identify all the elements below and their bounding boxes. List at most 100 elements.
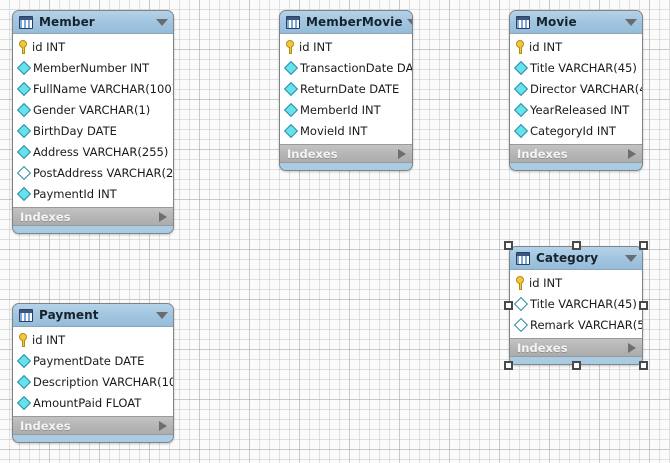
column-row[interactable]: MovieId INT: [280, 120, 412, 141]
column-name: MemberId INT: [300, 102, 381, 117]
table-icon: [516, 251, 530, 265]
column-row[interactable]: YearReleased INT: [510, 99, 642, 120]
table-header-membermovie[interactable]: MemberMovie: [280, 11, 412, 34]
table-icon: [516, 15, 530, 29]
column-name: id INT: [299, 39, 333, 54]
triangle-right-icon[interactable]: [398, 148, 406, 159]
column-list-membermovie: id INT TransactionDate DATEReturnDate DAT…: [280, 34, 412, 144]
resize-handle-w[interactable]: [504, 301, 513, 310]
triangle-right-icon[interactable]: [159, 211, 167, 222]
column-row[interactable]: BirthDay DATE: [13, 120, 173, 141]
key-icon: [515, 39, 526, 54]
indexes-section-membermovie[interactable]: Indexes: [280, 144, 412, 163]
diamond-icon: [513, 60, 529, 75]
column-name: CategoryId INT: [530, 123, 616, 138]
chevron-down-icon[interactable]: [156, 18, 168, 26]
key-icon: [18, 39, 29, 54]
resize-handle-nw[interactable]: [504, 241, 513, 250]
column-row[interactable]: TransactionDate DATE: [280, 57, 412, 78]
resize-handle-sw[interactable]: [504, 361, 513, 370]
indexes-label: Indexes: [20, 418, 71, 433]
column-row[interactable]: id INT: [280, 36, 412, 57]
table-title: Payment: [39, 308, 99, 322]
resize-handle-ne[interactable]: [639, 241, 648, 250]
chevron-down-icon[interactable]: [406, 18, 412, 26]
indexes-section-movie[interactable]: Indexes: [510, 144, 642, 163]
column-row[interactable]: CategoryId INT: [510, 120, 642, 141]
indexes-section-payment[interactable]: Indexes: [13, 416, 173, 435]
indexes-section-category[interactable]: Indexes: [510, 338, 642, 357]
diamond-icon: [16, 60, 32, 75]
table-header-movie[interactable]: Movie: [510, 11, 642, 34]
diamond-icon: [283, 123, 299, 138]
column-row[interactable]: Title VARCHAR(45): [510, 57, 642, 78]
resize-handle-n[interactable]: [571, 241, 581, 250]
column-row[interactable]: id INT: [510, 272, 642, 293]
triangle-right-icon[interactable]: [628, 148, 636, 159]
table-footer-strip: [280, 163, 412, 170]
column-row[interactable]: id INT: [13, 329, 173, 350]
column-row[interactable]: Gender VARCHAR(1): [13, 99, 173, 120]
diamond-icon: [283, 60, 299, 75]
diamond-icon: [513, 296, 529, 311]
diamond-icon: [16, 186, 32, 201]
column-list-movie: id INT Title VARCHAR(45) Director VARCHAR(…: [510, 34, 642, 144]
column-row[interactable]: id INT: [510, 36, 642, 57]
indexes-label: Indexes: [517, 340, 568, 355]
column-name: FullName VARCHAR(100): [33, 81, 174, 96]
column-row[interactable]: Address VARCHAR(255): [13, 141, 173, 162]
column-name: Director VARCHAR(45): [530, 81, 642, 96]
diamond-icon: [16, 374, 32, 389]
table-figure-payment[interactable]: Payment id INT PaymentDate DATE Description…: [12, 303, 174, 443]
column-row[interactable]: Title VARCHAR(45): [510, 293, 642, 314]
table-header-payment[interactable]: Payment: [13, 304, 173, 327]
column-row[interactable]: PaymentId INT: [13, 183, 173, 204]
chevron-down-icon[interactable]: [625, 254, 637, 262]
column-name: Remark VARCHAR(500): [530, 317, 643, 332]
column-row[interactable]: MemberId INT: [280, 99, 412, 120]
indexes-section-member[interactable]: Indexes: [13, 207, 173, 226]
diamond-icon: [16, 395, 32, 410]
column-row[interactable]: FullName VARCHAR(100): [13, 78, 173, 99]
column-name: id INT: [529, 39, 563, 54]
table-figure-movie[interactable]: Movie id INT Title VARCHAR(45) Director VAR…: [509, 10, 643, 171]
column-name: YearReleased INT: [530, 102, 630, 117]
chevron-down-icon[interactable]: [625, 18, 637, 26]
diamond-icon: [513, 102, 529, 117]
column-name: BirthDay DATE: [33, 123, 117, 138]
column-name: AmountPaid FLOAT: [33, 395, 142, 410]
column-name: Address VARCHAR(255): [33, 144, 169, 159]
column-name: Title VARCHAR(45): [530, 60, 637, 75]
column-row[interactable]: Remark VARCHAR(500): [510, 314, 642, 335]
column-row[interactable]: MemberNumber INT: [13, 57, 173, 78]
column-row[interactable]: AmountPaid FLOAT: [13, 392, 173, 413]
triangle-right-icon[interactable]: [159, 420, 167, 431]
table-title: Category: [536, 251, 599, 265]
table-header-member[interactable]: Member: [13, 11, 173, 34]
column-row[interactable]: Description VARCHAR(100): [13, 371, 173, 392]
column-row[interactable]: PaymentDate DATE: [13, 350, 173, 371]
table-title: Member: [39, 15, 95, 29]
column-row[interactable]: id INT: [13, 36, 173, 57]
column-row[interactable]: Director VARCHAR(45): [510, 78, 642, 99]
column-name: id INT: [32, 39, 66, 54]
resize-handle-se[interactable]: [639, 361, 648, 370]
column-row[interactable]: PostAddress VARCHAR(255): [13, 162, 173, 183]
column-name: Title VARCHAR(45): [530, 296, 637, 311]
resize-handle-s[interactable]: [571, 361, 581, 370]
table-figure-category[interactable]: Category id INT Title VARCHAR(45) Remark VA…: [509, 246, 643, 365]
key-icon: [515, 275, 526, 290]
table-figure-member[interactable]: Member id INT MemberNumber INT FullName VAR…: [12, 10, 174, 234]
column-row[interactable]: ReturnDate DATE: [280, 78, 412, 99]
diamond-icon: [513, 317, 529, 332]
diamond-icon: [513, 123, 529, 138]
column-name: PaymentDate DATE: [33, 353, 145, 368]
resize-handle-e[interactable]: [639, 301, 648, 310]
column-name: Description VARCHAR(100): [33, 374, 174, 389]
table-figure-membermovie[interactable]: MemberMovie id INT TransactionDate DATERet…: [279, 10, 413, 171]
triangle-right-icon[interactable]: [628, 342, 636, 353]
chevron-down-icon[interactable]: [156, 311, 168, 319]
table-header-category[interactable]: Category: [510, 247, 642, 270]
table-footer-strip: [510, 163, 642, 170]
